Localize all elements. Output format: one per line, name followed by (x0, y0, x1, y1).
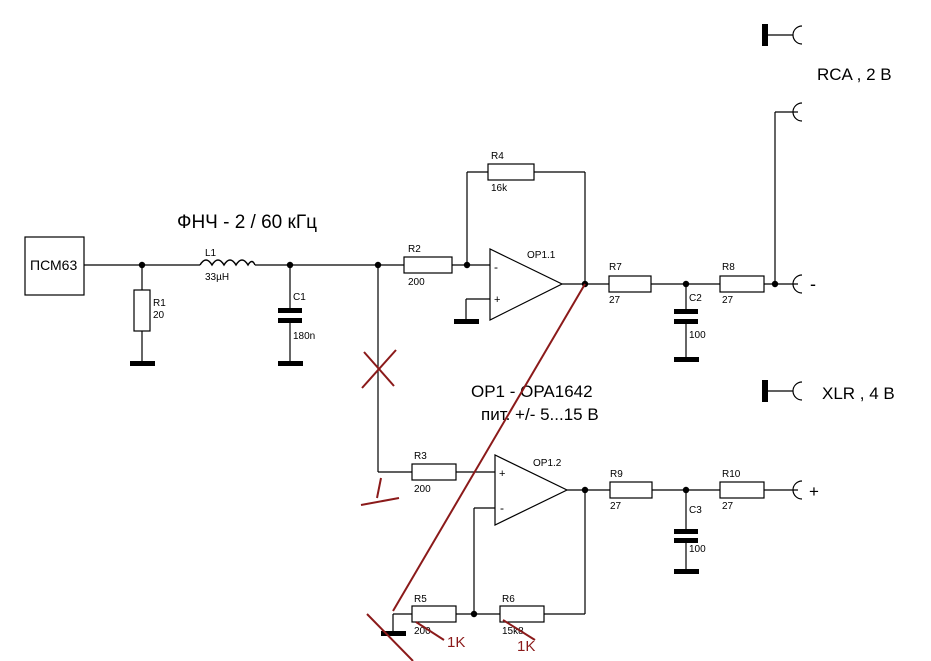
source-block (24, 236, 85, 296)
resistor-r6 (499, 605, 545, 623)
xlr-label: XLR , 4 В (822, 384, 895, 403)
rca-signal-jack (792, 102, 803, 122)
resistors (133, 163, 765, 623)
l1-value: 33µH (205, 272, 229, 283)
ground-c3 (674, 569, 699, 574)
new-ground-bar (360, 497, 400, 506)
ground-op11 (454, 319, 479, 324)
opamp-op11 (489, 248, 564, 321)
r7-value: 27 (609, 295, 621, 306)
r8-name: R8 (722, 262, 735, 273)
resistor-r4 (487, 163, 535, 181)
r4-name: R4 (491, 151, 504, 162)
r6-annotation: 1K (517, 638, 535, 655)
source-label: ПСМ63 (30, 257, 77, 273)
ground-c2 (674, 357, 699, 362)
resistor-r10 (719, 481, 765, 499)
r1-name: R1 (153, 298, 166, 309)
rca-shield-bar (762, 24, 768, 46)
cross-mark-b (361, 349, 397, 389)
capacitor-c1-bottom (278, 318, 302, 323)
filter-title: ФНЧ - 2 / 60 кГц (177, 212, 317, 233)
opamp-title: OP1 - OPA1642 (471, 382, 593, 401)
new-ground-stub (376, 477, 382, 499)
r9-name: R9 (610, 469, 623, 480)
xlr-plus-jack (792, 480, 803, 500)
xlr-plus-sign: + (809, 482, 819, 501)
l1-name: L1 (205, 248, 217, 259)
r1-value: 20 (153, 310, 165, 321)
op11-name: OP1.1 (527, 250, 556, 261)
opamp-op11-plus: + (494, 294, 500, 306)
c2-name: C2 (689, 293, 702, 304)
r6-strike (502, 619, 536, 641)
resistor-r1 (133, 289, 151, 332)
r5-annotation: 1K (447, 634, 465, 651)
resistor-r2 (403, 256, 453, 274)
connectors (762, 24, 803, 500)
component-labels: R1 20 L1 33µH C1 180n R2 200 R4 16k OP1.… (153, 151, 741, 637)
c1-name: C1 (293, 292, 306, 303)
capacitor-c2-top (674, 309, 698, 314)
ground-r5 (381, 631, 406, 636)
capacitor-c2-bottom (674, 319, 698, 324)
capacitor-c3-top (674, 529, 698, 534)
opamp-op12 (494, 454, 569, 526)
opamp-op12-minus: - (500, 501, 504, 515)
opamp-op12-plus: + (499, 468, 505, 480)
inductor-l1 (199, 259, 256, 267)
r2-name: R2 (408, 244, 421, 255)
r10-value: 27 (722, 501, 734, 512)
opamp-op11-minus: - (494, 260, 498, 274)
resistor-r9 (609, 481, 653, 499)
capacitor-c1-top (278, 308, 302, 313)
r10-name: R10 (722, 469, 741, 480)
resistor-r8 (719, 275, 765, 293)
r3-value: 200 (414, 484, 431, 495)
r9-value: 27 (610, 501, 622, 512)
r6-name: R6 (502, 594, 515, 605)
c3-value: 100 (689, 544, 706, 555)
r8-value: 27 (722, 295, 734, 306)
rewire-line (392, 283, 586, 612)
resistor-r5 (411, 605, 457, 623)
c2-value: 100 (689, 330, 706, 341)
xlr-minus-sign: - (810, 274, 816, 294)
xlr-shield-bar (762, 380, 768, 402)
grounds (130, 319, 699, 636)
c3-name: C3 (689, 505, 702, 516)
r5-value: 200 (414, 626, 431, 637)
resistor-r7 (608, 275, 652, 293)
r4-value: 16k (491, 183, 508, 194)
junction-dots (138, 261, 779, 618)
op12-name: OP1.2 (533, 458, 562, 469)
ground-c1 (278, 361, 303, 366)
r3-name: R3 (414, 451, 427, 462)
capacitors (278, 308, 698, 543)
red-annotations (360, 283, 586, 661)
r5-name: R5 (414, 594, 427, 605)
xlr-shield-jack (792, 381, 803, 401)
c1-value: 180n (293, 331, 315, 342)
ground-r1 (130, 361, 155, 366)
r7-name: R7 (609, 262, 622, 273)
rca-label: RCA , 2 В (817, 65, 892, 84)
r2-value: 200 (408, 277, 425, 288)
resistor-r3 (411, 463, 457, 481)
r6-value: 15k8 (502, 626, 524, 637)
r5-strike (415, 621, 445, 641)
opamp-power: пит. +/- 5...15 В (481, 405, 599, 424)
xlr-minus-jack (792, 274, 803, 294)
rca-shield-jack (792, 25, 803, 45)
ground-strike (366, 613, 414, 661)
capacitor-c3-bottom (674, 538, 698, 543)
